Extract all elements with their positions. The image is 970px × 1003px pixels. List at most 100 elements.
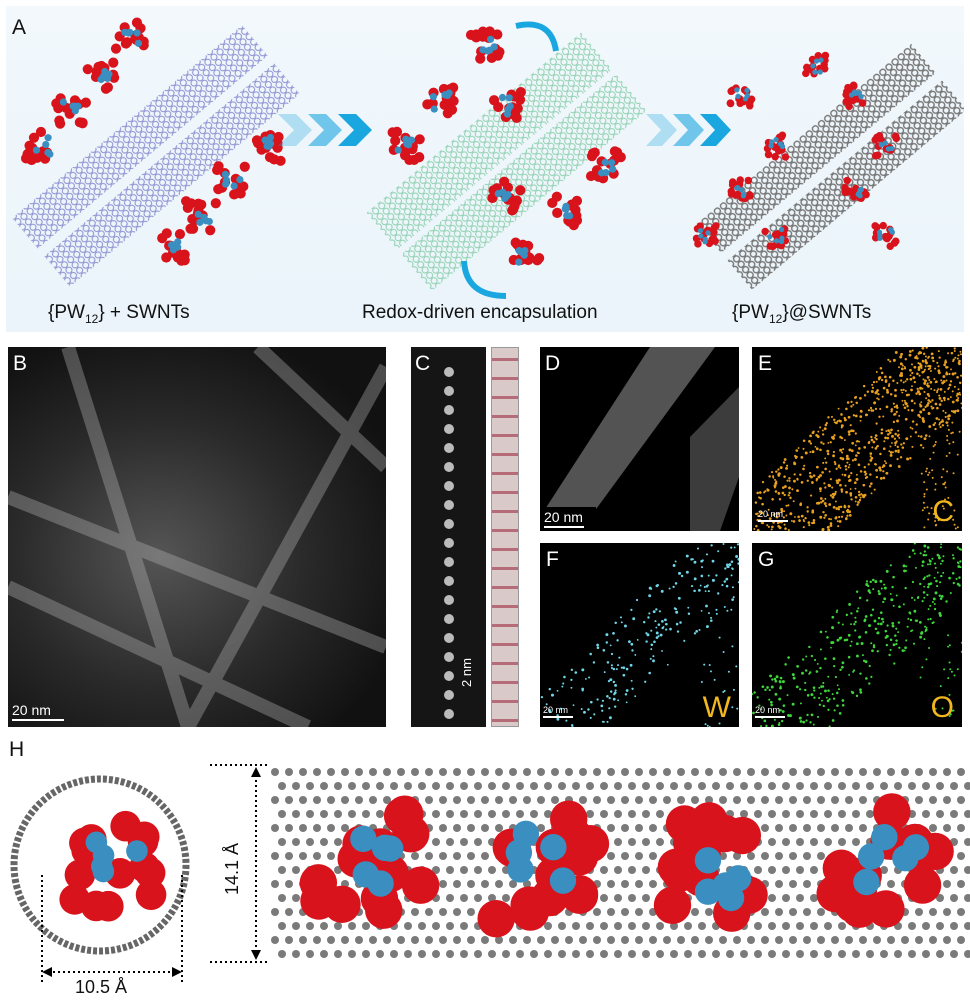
element-dot xyxy=(880,431,884,435)
element-dot xyxy=(943,363,946,367)
element-dot xyxy=(612,631,615,635)
element-dot xyxy=(902,603,905,606)
element-dot xyxy=(879,468,882,472)
element-dot xyxy=(778,709,781,712)
element-dot xyxy=(612,680,616,684)
element-dot xyxy=(886,624,889,627)
dimension-lines xyxy=(41,764,270,985)
carbon-atom xyxy=(698,782,706,790)
element-dot xyxy=(871,578,875,582)
element-dot xyxy=(814,658,817,662)
element-dot xyxy=(959,350,962,353)
element-dot xyxy=(636,638,639,641)
element-dot xyxy=(854,444,857,447)
element-dot xyxy=(942,468,945,471)
element-dot xyxy=(710,616,713,619)
carbon-atom xyxy=(313,768,321,776)
element-dot xyxy=(845,613,849,617)
carbon-atom xyxy=(740,810,748,818)
carbon-atom xyxy=(817,852,825,860)
carbon-atom xyxy=(614,810,622,818)
carbon-atom xyxy=(831,936,839,944)
element-dot xyxy=(885,643,889,647)
element-dot xyxy=(895,642,898,646)
carbon-atom xyxy=(964,922,970,930)
element-dot xyxy=(934,488,937,491)
carbon-atom xyxy=(733,768,741,776)
element-dot xyxy=(874,436,877,439)
element-dot xyxy=(841,699,845,702)
carbon-atom xyxy=(936,922,944,930)
carbon-atom xyxy=(922,810,930,818)
element-dot xyxy=(833,709,836,712)
element-dot xyxy=(900,379,903,382)
element-dot xyxy=(946,415,950,418)
carbon-atom xyxy=(593,768,601,776)
element-dot xyxy=(953,674,956,677)
element-dot xyxy=(605,641,608,644)
element-dot xyxy=(735,665,738,668)
carbon-atom xyxy=(775,880,783,888)
element-dot xyxy=(832,454,835,458)
element-dot xyxy=(607,679,611,683)
carbon-atom xyxy=(810,838,818,846)
element-dot xyxy=(810,494,813,497)
carbon-atom xyxy=(348,810,356,818)
element-dot xyxy=(917,362,920,365)
carbon-atom xyxy=(824,922,832,930)
element-dot xyxy=(556,714,559,717)
pw12-cluster xyxy=(488,87,526,124)
carbon-atom xyxy=(425,852,433,860)
element-dot xyxy=(889,360,892,363)
element-dot xyxy=(617,699,620,702)
element-dot xyxy=(888,653,891,657)
element-dot xyxy=(777,492,781,495)
element-dot xyxy=(674,582,678,585)
carbon-atom xyxy=(635,936,643,944)
element-dot xyxy=(903,367,907,370)
element-dot xyxy=(921,359,924,362)
element-dot xyxy=(928,512,931,515)
element-dot xyxy=(850,640,853,643)
element-dot xyxy=(923,526,926,529)
element-dot xyxy=(819,426,822,429)
carbon-atom xyxy=(803,796,811,804)
element-dot xyxy=(934,591,938,595)
element-dot xyxy=(893,662,896,665)
carbon-atom xyxy=(467,852,475,860)
pw12-cluster xyxy=(547,191,583,231)
carbon-atom xyxy=(320,810,328,818)
carbon-atom xyxy=(292,922,300,930)
element-dot xyxy=(625,701,628,704)
element-dot xyxy=(931,407,934,410)
carbon-atom xyxy=(495,768,503,776)
element-dot xyxy=(937,365,940,368)
carbon-atom xyxy=(719,852,727,860)
carbon-atom xyxy=(432,810,440,818)
carbon-atom xyxy=(635,908,643,916)
scale-bar-b: 20 nm xyxy=(12,702,64,721)
pw12-cluster xyxy=(726,84,756,110)
element-dot xyxy=(665,628,668,631)
element-dot xyxy=(882,470,885,473)
pw12-cluster-end-view xyxy=(59,810,167,922)
element-dot xyxy=(718,636,721,639)
carbon-atom xyxy=(292,810,300,818)
element-dot xyxy=(825,461,828,464)
element-dot xyxy=(570,668,574,671)
element-dot xyxy=(881,395,884,398)
element-dot xyxy=(826,452,830,456)
element-dot xyxy=(756,528,760,531)
panel-c-stem-image: C 2 nm xyxy=(411,347,486,727)
carbon-atom xyxy=(593,908,601,916)
element-dot xyxy=(796,489,799,493)
carbon-atom xyxy=(789,824,797,832)
element-dot xyxy=(877,392,880,396)
element-dot xyxy=(787,494,790,497)
carbon-atom xyxy=(551,936,559,944)
element-dot xyxy=(949,396,952,399)
carbon-atom xyxy=(292,950,300,958)
element-dot xyxy=(910,630,912,633)
element-dot xyxy=(960,374,962,377)
element-dot xyxy=(834,675,837,679)
